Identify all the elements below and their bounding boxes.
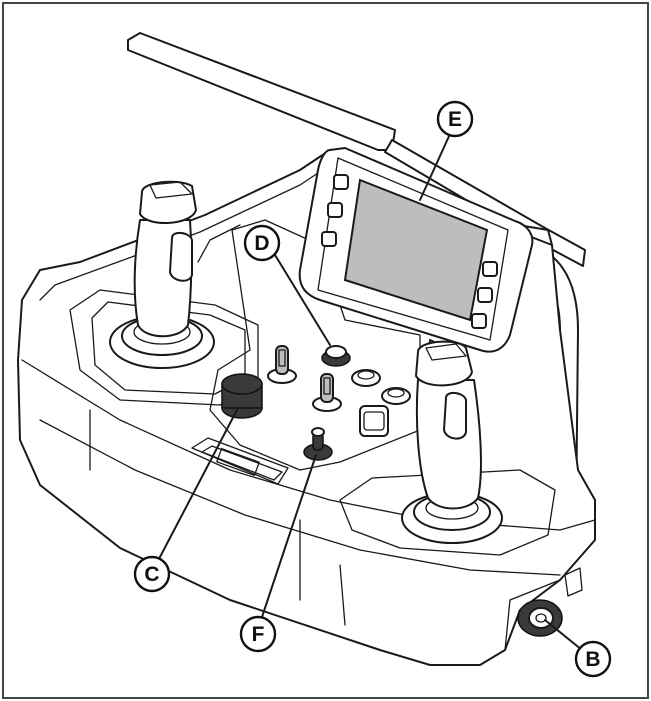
callout-label-b: B: [585, 648, 600, 671]
toggle-switch-2: [312, 373, 342, 412]
left-joystick: [109, 180, 215, 369]
leader-line-e: [419, 133, 451, 201]
leader-line-f: [261, 454, 317, 618]
callout-label-d: D: [254, 232, 269, 255]
mini-joystick-f: [303, 427, 333, 461]
monitor-button-5: [477, 287, 493, 303]
toggle-switch-1: [267, 345, 297, 384]
monitor-button-3: [321, 231, 337, 247]
status-display: [191, 437, 289, 485]
monitor-button-4: [482, 261, 498, 277]
leader-line-c: [159, 407, 239, 558]
connector-b: [517, 567, 583, 637]
leader-lines: [159, 133, 583, 651]
callout-label-c: C: [144, 563, 159, 586]
leader-line-b: [544, 619, 583, 651]
leader-line-d: [271, 249, 331, 346]
monitor-button-6: [471, 313, 487, 329]
right-joystick: [401, 340, 503, 544]
monitor-button-2: [327, 202, 343, 218]
callout-f: F: [239, 615, 277, 653]
handle-bar: [127, 32, 586, 267]
callout-label-f: F: [252, 623, 265, 646]
central-control-panel: [191, 219, 421, 485]
button-cluster-d: [321, 345, 411, 405]
rotary-knob-c: [221, 373, 263, 419]
callout-e: E: [436, 100, 474, 138]
monitor-button-1: [333, 174, 349, 190]
callout-label-e: E: [448, 108, 462, 131]
selector-switch: [359, 405, 389, 437]
callout-d: D: [243, 224, 281, 262]
callout-b: B: [574, 640, 612, 678]
callout-c: C: [133, 555, 171, 593]
